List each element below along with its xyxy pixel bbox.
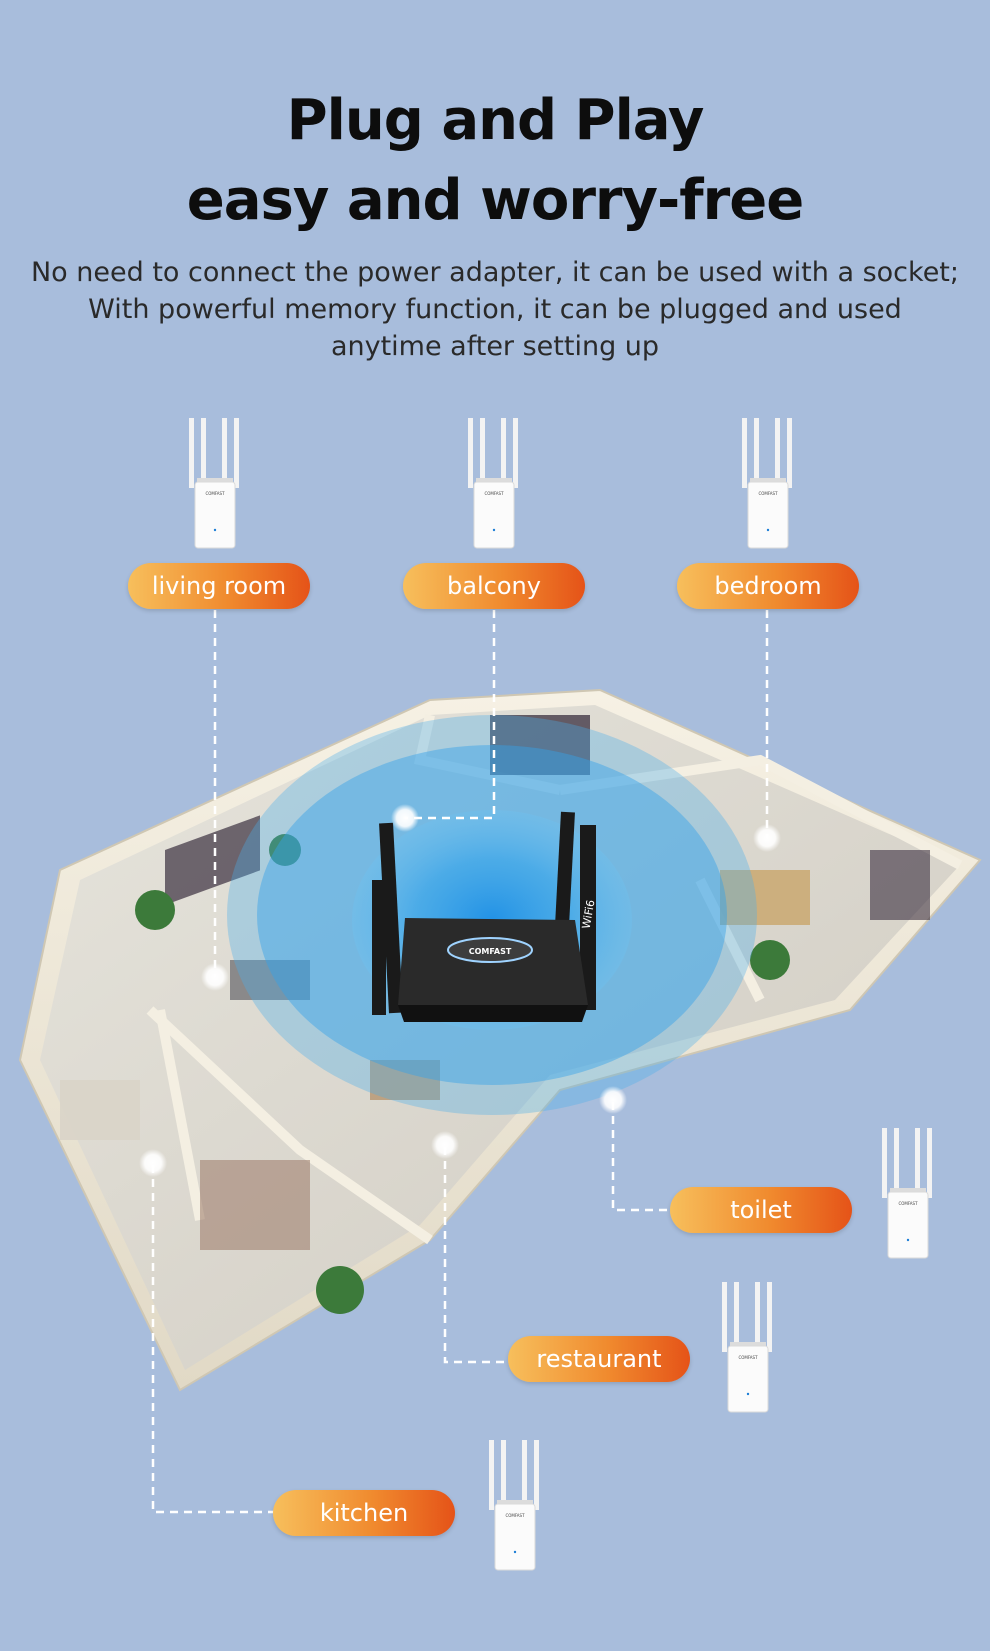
dot-toilet: [599, 1086, 627, 1114]
svg-text:COMFAST: COMFAST: [898, 1201, 918, 1206]
label-living-room: living room: [128, 563, 310, 609]
label-kitchen: kitchen: [273, 1490, 455, 1536]
extender-restaurant: COMFAST: [722, 1282, 772, 1413]
svg-text:COMFAST: COMFAST: [205, 491, 225, 496]
description: No need to connect the power adapter, it…: [20, 254, 970, 365]
extenders: COMFAST COMFAST COMFAST: [189, 418, 932, 1571]
description-line-1: No need to connect the power adapter, it…: [30, 257, 959, 288]
label-balcony: balcony: [403, 563, 585, 609]
router-device: COMFAST WiFi6: [372, 811, 598, 1022]
dot-restaurant: [431, 1131, 459, 1159]
connector-kitchen: [151, 1165, 275, 1514]
dot-bedroom: [753, 824, 781, 852]
label-bedroom: bedroom: [677, 563, 859, 609]
dot-balcony: [391, 804, 419, 832]
svg-text:COMFAST: COMFAST: [758, 491, 778, 496]
house-floor: [18, 688, 982, 1392]
extender-kitchen: COMFAST: [489, 1440, 539, 1571]
dot-kitchen: [139, 1149, 167, 1177]
headline-line-1: Plug and Play: [286, 88, 705, 153]
extender-bedroom: COMFAST: [742, 418, 792, 549]
svg-text:COMFAST: COMFAST: [738, 1355, 758, 1360]
svg-text:COMFAST: COMFAST: [505, 1513, 525, 1518]
extender-balcony: COMFAST: [468, 418, 518, 549]
dot-living-room: [201, 963, 229, 991]
description-line-2: With powerful memory function, it can be…: [88, 294, 902, 325]
headline-line-2: easy and worry-free: [186, 168, 804, 233]
label-restaurant: restaurant: [508, 1336, 690, 1382]
router-badge: WiFi6: [580, 899, 598, 930]
connector-balcony: [405, 610, 496, 820]
wifi-coverage: [227, 715, 757, 1115]
extender-living-room: COMFAST: [189, 418, 239, 549]
connector-toilet: [611, 1102, 670, 1212]
label-toilet: toilet: [670, 1187, 852, 1233]
connector-lines: [151, 610, 769, 1514]
description-line-3: anytime after setting up: [330, 331, 660, 362]
extender-toilet: COMFAST: [882, 1128, 932, 1259]
svg-text:COMFAST: COMFAST: [484, 491, 504, 496]
connector-restaurant: [443, 1147, 508, 1364]
location-dots: [139, 804, 781, 1177]
router-brand: COMFAST: [469, 947, 512, 956]
